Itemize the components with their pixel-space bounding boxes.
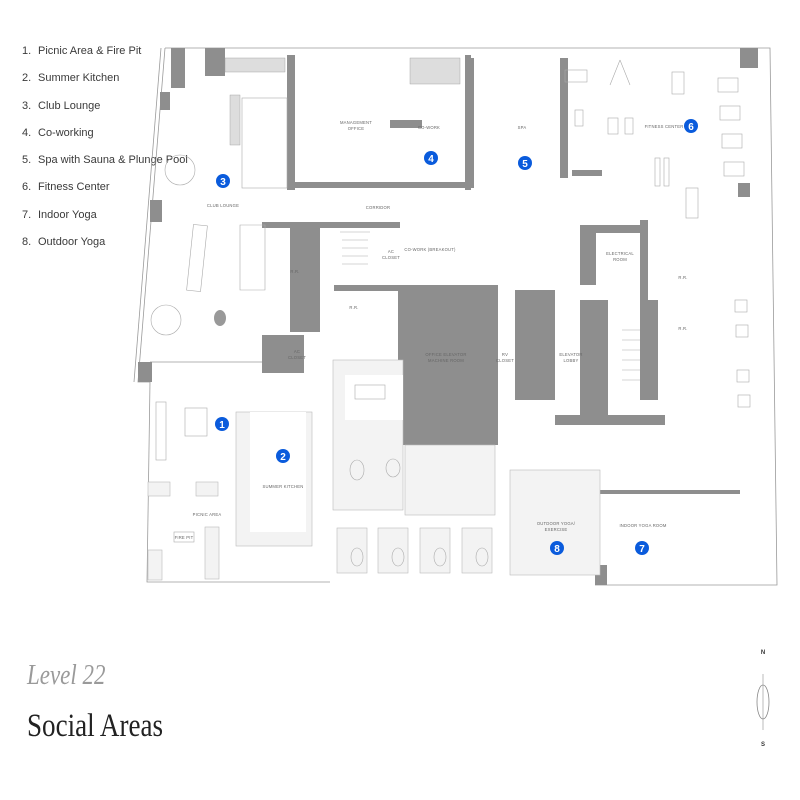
svg-text:2: 2 xyxy=(280,452,286,463)
room-label-co-work: CO-WORK xyxy=(418,125,440,130)
svg-text:4: 4 xyxy=(428,154,434,165)
room-label-electrical-room: ROOM xyxy=(613,257,627,262)
legend-item: 7.Indoor Yoga xyxy=(22,208,97,221)
room-label-restroom: R.R. xyxy=(678,275,687,280)
marker-6[interactable]: 6 xyxy=(684,119,698,133)
area-markers: 1 2 3 4 5 6 7 8 xyxy=(215,119,698,555)
level-label: Level 22 xyxy=(27,660,106,691)
room-label-ac-closet: CLOSET xyxy=(288,355,306,360)
svg-text:5: 5 xyxy=(522,159,528,170)
svg-text:3: 3 xyxy=(220,177,226,188)
room-label-restroom: R.R. xyxy=(349,305,358,310)
room-label-elevator-lobby: LOBBY xyxy=(564,358,579,363)
legend-item: 6.Fitness Center xyxy=(22,181,110,194)
page-title: Social Areas xyxy=(27,708,164,744)
room-label-electrical-room: ELECTRICAL xyxy=(606,251,634,256)
marker-5[interactable]: 5 xyxy=(518,156,532,170)
legend: 1.Picnic Area & Fire Pit 2.Summer Kitche… xyxy=(22,45,188,263)
room-label-corridor: CORRIDOR xyxy=(366,205,390,210)
legend-item: 3.Club Lounge xyxy=(22,99,101,112)
room-label-outdoor-yoga: EXERCISE xyxy=(545,527,568,532)
room-label-outdoor-yoga: OUTDOOR YOGA/ xyxy=(537,521,576,526)
room-label-ac-closet: AC xyxy=(294,349,300,354)
svg-text:6: 6 xyxy=(688,122,694,133)
room-label-management-office: MANAGEMENT xyxy=(340,120,372,125)
room-label-machine-room: OFFICE ELEVATOR xyxy=(425,352,466,357)
svg-text:8: 8 xyxy=(554,544,560,555)
room-label-machine-room: MACHINE ROOM xyxy=(428,358,464,363)
compass-icon xyxy=(756,674,770,730)
legend-item: 8.Outdoor Yoga xyxy=(22,236,106,249)
room-label-summer-kitchen: SUMMER KITCHEN xyxy=(263,484,304,489)
svg-text:1: 1 xyxy=(219,420,225,431)
legend-item: 2.Summer Kitchen xyxy=(22,72,120,85)
room-label-spa: SPA xyxy=(518,125,527,130)
room-label-rv-closet: RV xyxy=(502,352,508,357)
marker-7[interactable]: 7 xyxy=(635,541,649,555)
marker-4[interactable]: 4 xyxy=(424,151,438,165)
room-label-restroom: R.R. xyxy=(290,269,299,274)
legend-item: 5.Spa with Sauna & Plunge Pool xyxy=(22,154,188,167)
furniture xyxy=(147,57,751,581)
walls xyxy=(138,48,758,585)
room-label-indoor-yoga: INDOOR YOGA ROOM xyxy=(619,523,666,528)
room-label-picnic-area: PICNIC AREA xyxy=(193,512,222,517)
room-label-fitness-center: FITNESS CENTER xyxy=(645,124,684,129)
room-label-elevator-lobby: ELEVATOR xyxy=(559,352,582,357)
room-label-restroom: R.R. xyxy=(678,326,687,331)
marker-2[interactable]: 2 xyxy=(276,449,290,463)
room-labels: CLUB LOUNGE MANAGEMENT OFFICE CO-WORK CO… xyxy=(175,120,688,540)
compass-south: S xyxy=(760,742,765,748)
compass: N S xyxy=(748,648,778,752)
svg-text:7: 7 xyxy=(639,544,645,555)
room-label-co-work-breakout: CO-WORK (BREAKOUT) xyxy=(404,247,456,252)
fitness-equipment xyxy=(564,59,751,408)
room-label-club-lounge: CLUB LOUNGE xyxy=(207,203,239,208)
room-label-rv-closet: CLOSET xyxy=(496,358,514,363)
room-label-ac-closet: CLOSET xyxy=(382,255,400,260)
marker-3[interactable]: 3 xyxy=(216,174,230,188)
marker-8[interactable]: 8 xyxy=(550,541,564,555)
legend-item: 1.Picnic Area & Fire Pit xyxy=(22,45,142,57)
room-label-fire-pit: FIRE PIT xyxy=(175,535,194,540)
compass-north: N xyxy=(760,650,766,656)
legend-item: 4.Co-working xyxy=(22,126,94,139)
room-label-ac-closet: AC xyxy=(388,249,394,254)
marker-1[interactable]: 1 xyxy=(215,417,229,431)
room-label-management-office: OFFICE xyxy=(348,126,365,131)
